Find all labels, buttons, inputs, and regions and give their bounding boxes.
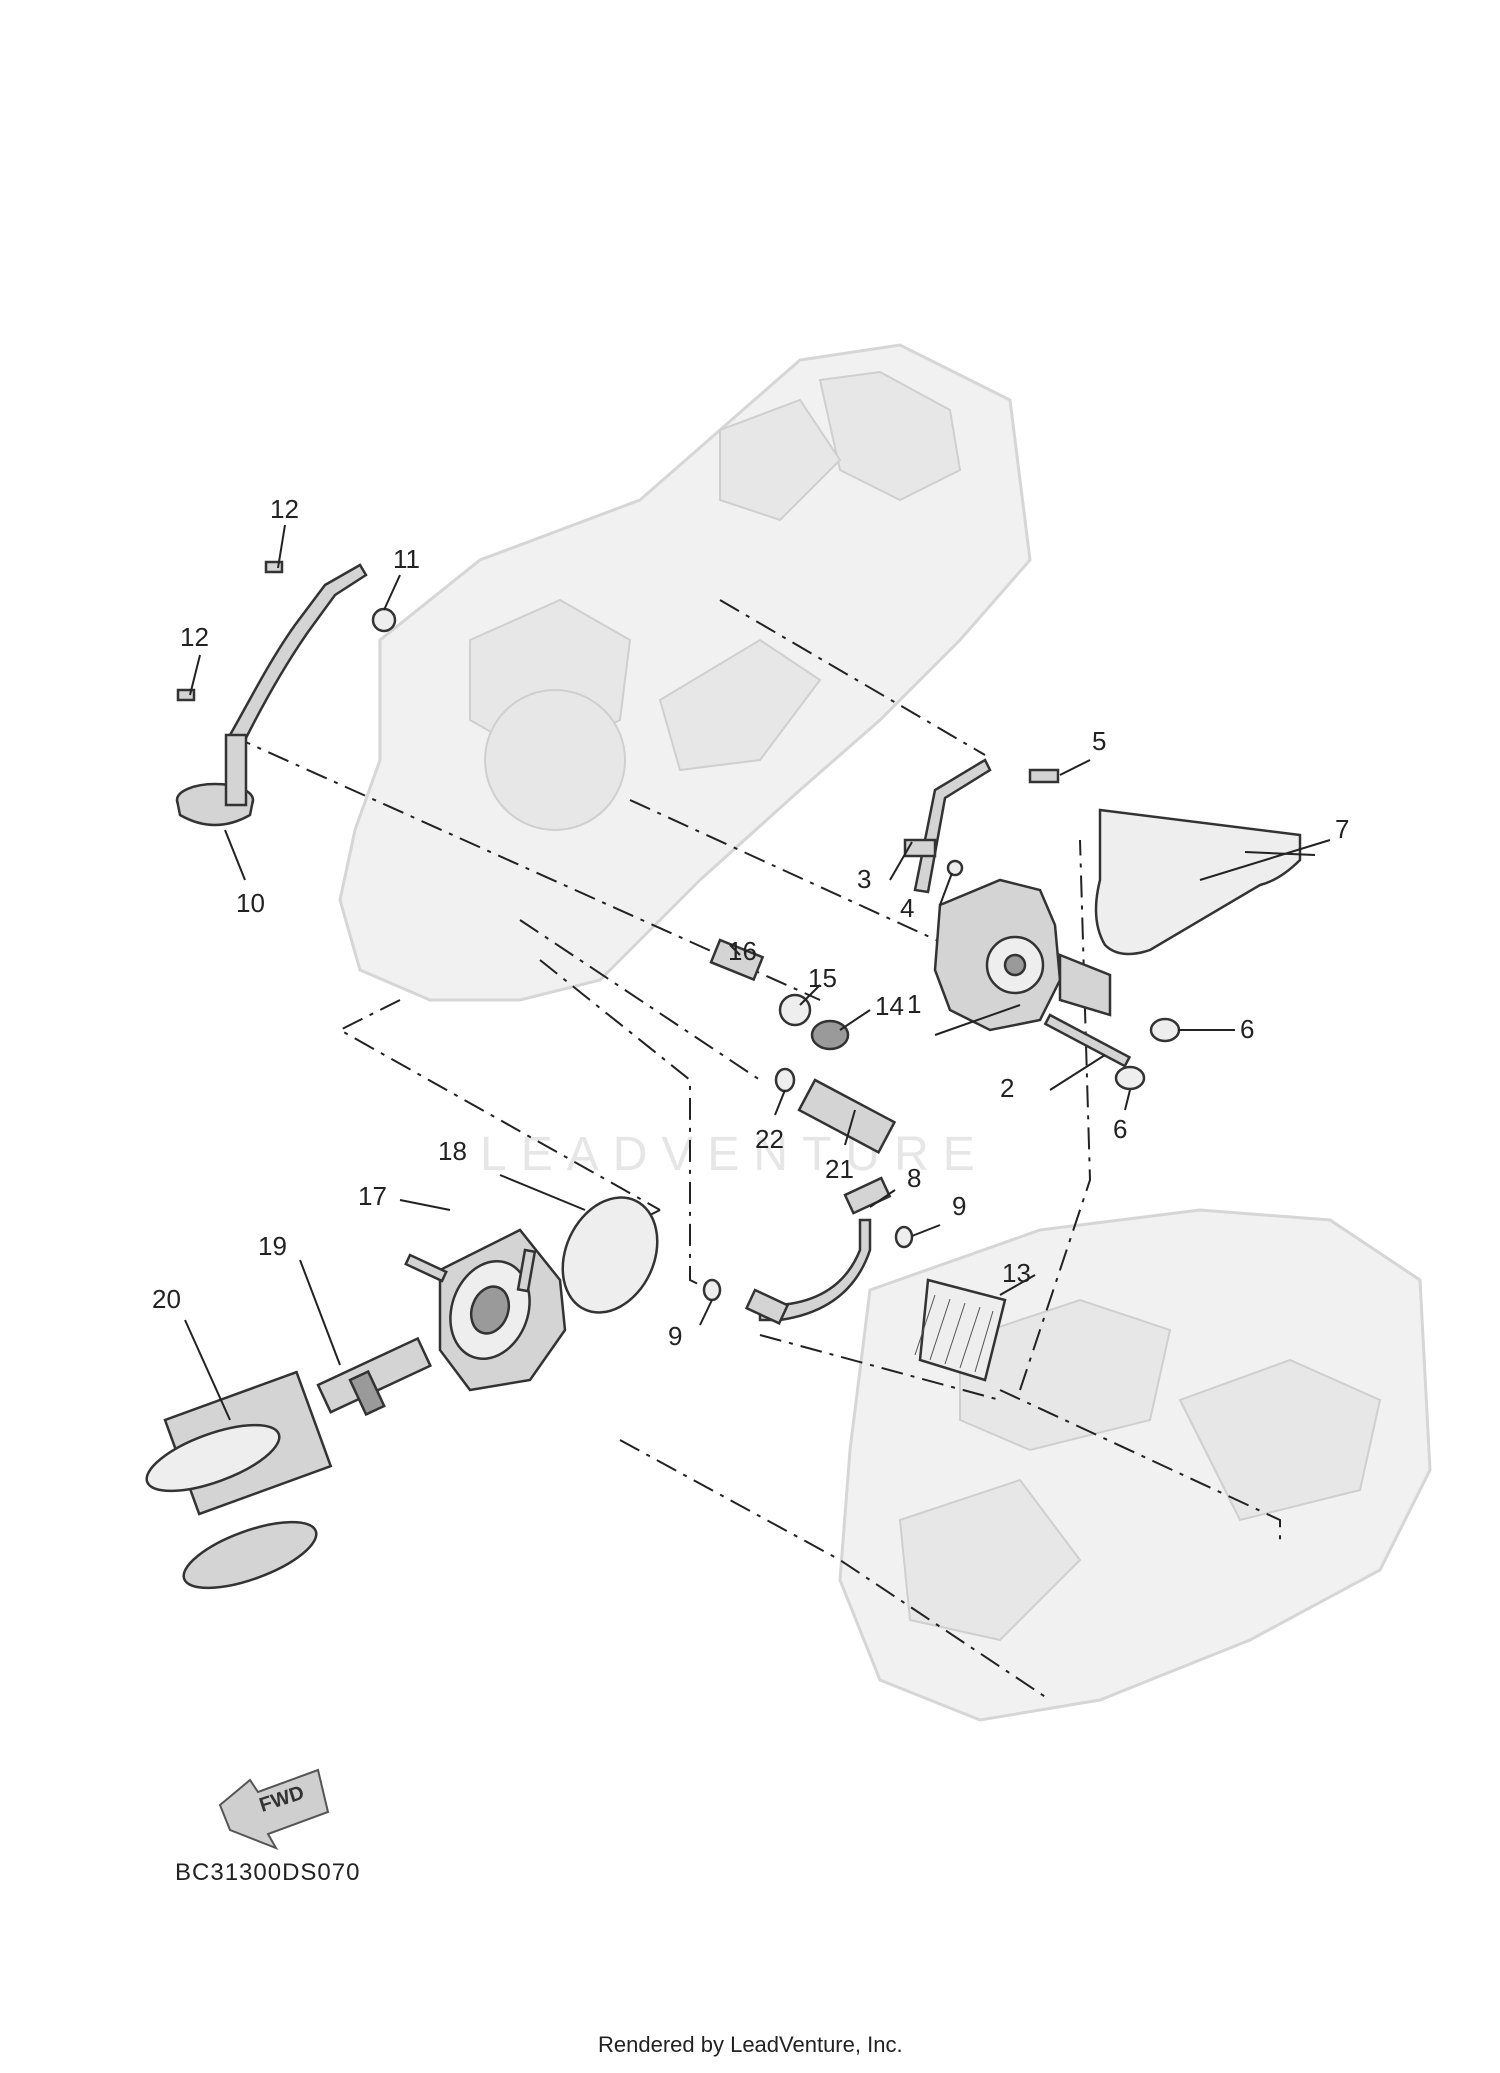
leader-lines	[184, 524, 1331, 1421]
callout-9-lower: 9	[668, 1321, 682, 1351]
watermark: LEADVENTURE	[480, 1128, 989, 1181]
callout-11: 11	[393, 544, 420, 574]
callout-9-upper: 9	[952, 1191, 966, 1221]
callout-16: 16	[728, 936, 757, 966]
callout-17: 17	[358, 1181, 387, 1211]
oil-pipe-and-screen	[702, 1176, 1007, 1382]
callout-14: 14	[875, 991, 904, 1021]
oil-filter-cooler-parts	[145, 1196, 659, 1590]
diagram-code: BC31300DS070	[175, 1859, 360, 1886]
callout-2: 2	[1000, 1073, 1014, 1103]
callout-6-upper: 6	[1240, 1014, 1254, 1044]
callout-6-lower: 6	[1113, 1114, 1127, 1144]
callout-5: 5	[1092, 726, 1106, 756]
callout-12-lower: 12	[180, 622, 209, 652]
relief-valve-parts	[709, 938, 897, 1154]
crankcase-ghost-upper	[338, 343, 1032, 1002]
callout-1: 1	[907, 989, 921, 1019]
callout-labels: 1 2 3 4 5 6 6 7 8 9 9 10 11 12 12 13 14 …	[152, 494, 1349, 1351]
footer-credit: Rendered by LeadVenture, Inc.	[598, 2032, 903, 2057]
oil-pump-assembly	[903, 758, 1302, 1091]
callout-20: 20	[152, 1284, 181, 1314]
assembly-lines	[229, 599, 1281, 1701]
callout-8: 8	[907, 1163, 921, 1193]
oil-strainer-assembly	[175, 560, 397, 827]
callout-4: 4	[900, 893, 914, 923]
callout-7: 7	[1335, 814, 1349, 844]
callout-10: 10	[236, 888, 265, 918]
callout-21: 21	[825, 1154, 854, 1184]
callout-19: 19	[258, 1231, 287, 1261]
callout-15: 15	[808, 963, 837, 993]
callout-22: 22	[755, 1124, 784, 1154]
callout-12-upper: 12	[270, 494, 299, 524]
callout-18: 18	[438, 1136, 467, 1166]
callout-3: 3	[857, 864, 871, 894]
fwd-arrow: FWD	[218, 1768, 330, 1850]
callout-13: 13	[1002, 1258, 1031, 1288]
